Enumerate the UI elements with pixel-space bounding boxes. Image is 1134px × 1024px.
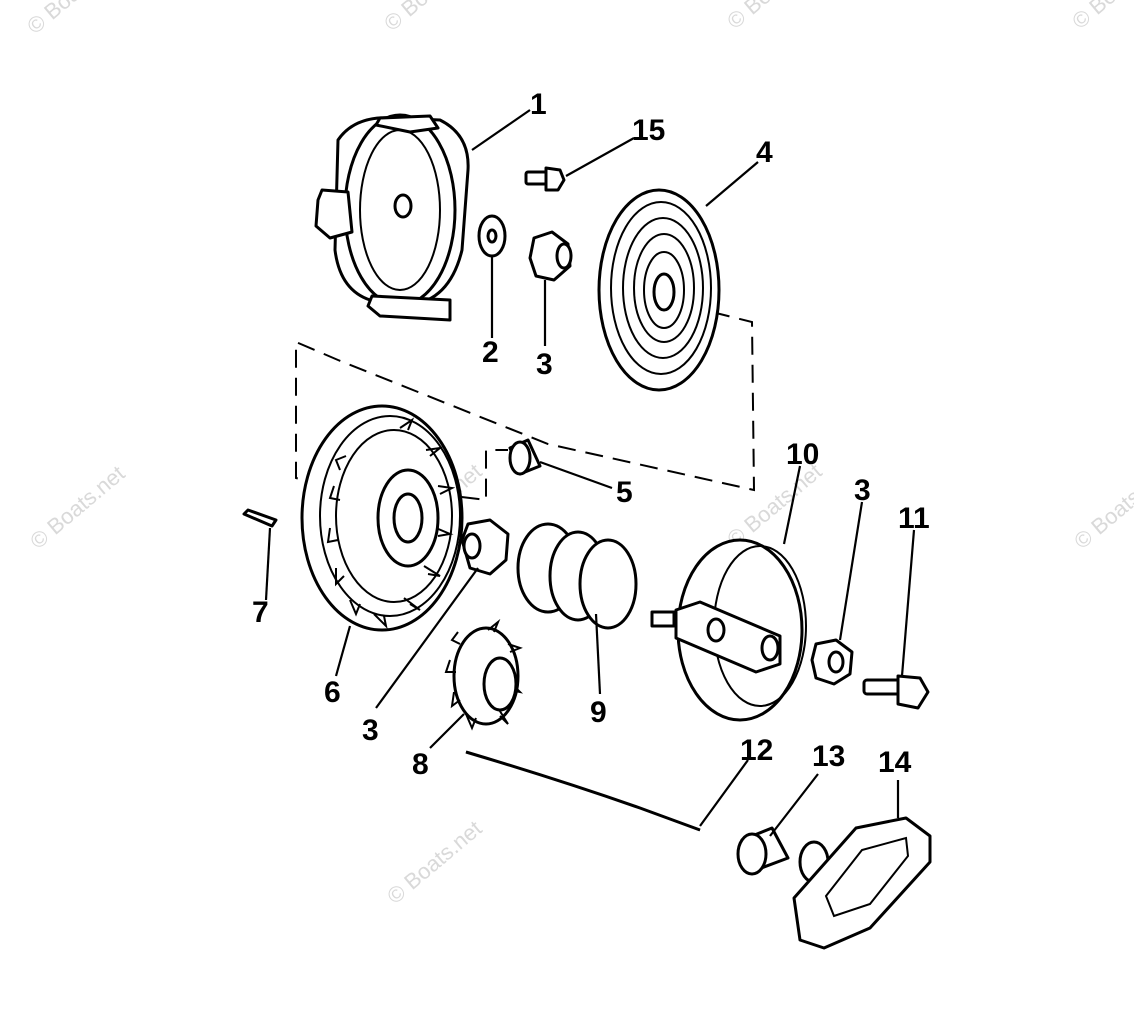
watermark: © Boats.net — [379, 0, 483, 36]
leader-lines — [264, 109, 916, 837]
callout-5: 5 — [616, 476, 633, 509]
callout-3-upper: 3 — [536, 348, 553, 381]
part-5-bushing — [508, 438, 542, 476]
part-2-washer — [477, 214, 507, 258]
leader-9 — [594, 613, 602, 695]
callout-labels: 1 15 4 2 3 5 10 3 11 7 6 3 8 9 12 13 14 — [252, 88, 930, 781]
watermark: © Boats.net — [382, 816, 486, 909]
watermark: © Boats.net — [25, 461, 129, 554]
callout-9: 9 — [590, 696, 607, 729]
leader-8 — [429, 713, 465, 749]
part-3-nut-middle — [460, 518, 510, 576]
leader-6 — [334, 625, 352, 677]
watermark: © Boats.net — [722, 459, 826, 552]
callout-2: 2 — [482, 336, 499, 369]
leader-1 — [471, 109, 531, 151]
part-3-nut-upper — [528, 230, 573, 282]
part-14-starter-handle — [792, 816, 932, 950]
part-13-collar — [736, 826, 790, 876]
part-15-screw — [524, 166, 566, 192]
part-6-gear-pulley — [300, 404, 464, 632]
leader-4 — [705, 161, 759, 207]
leader-5 — [539, 460, 613, 490]
callout-3-right: 3 — [854, 474, 871, 507]
watermark-layer: © Boats.net © Boats.net © Boats.net © Bo… — [22, 0, 1134, 909]
callout-13: 13 — [812, 740, 845, 773]
part-4-rewind-spring — [597, 188, 721, 392]
callout-14: 14 — [878, 746, 912, 779]
watermark: © Boats.net — [1067, 0, 1134, 34]
callout-6: 6 — [324, 676, 341, 709]
leader-7 — [264, 527, 272, 601]
watermark: © Boats.net — [1069, 461, 1134, 554]
leader-12 — [699, 759, 749, 827]
leader-11 — [900, 529, 916, 677]
watermark: © Boats.net — [722, 0, 826, 34]
watermark: © Boats.net — [22, 0, 126, 39]
part-9-spring — [516, 522, 638, 630]
callout-12: 12 — [740, 734, 773, 767]
part-3-nut-right — [810, 638, 854, 686]
callout-1: 1 — [530, 88, 547, 121]
leader-10 — [782, 465, 802, 545]
part-1-starter-cover — [314, 113, 470, 322]
callout-15: 15 — [632, 114, 665, 147]
part-7-pin — [242, 508, 278, 528]
part-8-pinion-gear — [444, 618, 524, 731]
leader-3-right — [838, 501, 864, 641]
part-12-starter-rope — [465, 750, 701, 832]
leader-15 — [565, 137, 635, 177]
leader-13 — [769, 773, 819, 837]
leader-3-middle — [375, 567, 479, 709]
callout-11: 11 — [898, 502, 930, 535]
callout-3-middle: 3 — [362, 714, 379, 747]
part-11-bolt — [862, 674, 930, 710]
part-10-drive-plate — [650, 538, 807, 722]
callout-7: 7 — [252, 596, 269, 629]
callout-10: 10 — [786, 438, 819, 471]
callout-8: 8 — [412, 748, 429, 781]
dashed-line-upper — [295, 311, 756, 492]
callout-4: 4 — [756, 136, 773, 169]
